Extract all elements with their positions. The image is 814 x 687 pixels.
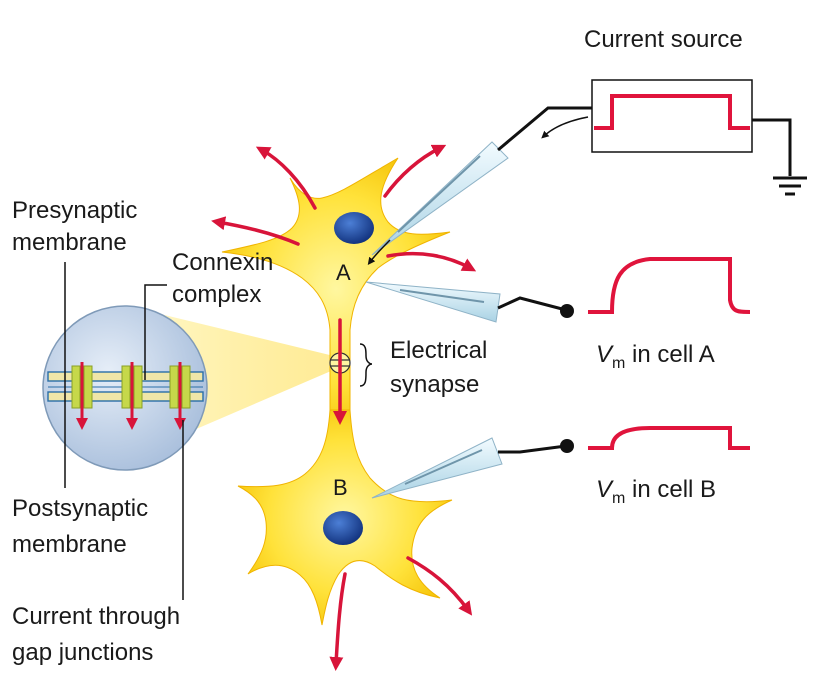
label-connexin-line2: complex	[172, 281, 261, 308]
label-connexin-line1: Connexin	[172, 249, 273, 276]
electrode-inject	[371, 141, 509, 256]
vm-trace-cell-a	[588, 257, 751, 314]
recording-terminal-b	[560, 439, 574, 453]
ground-icon	[773, 176, 807, 196]
label-electrical-line2: synapse	[390, 371, 479, 398]
label-postsynaptic-line1: Postsynaptic	[12, 495, 148, 522]
injection-tip-arrow	[367, 239, 391, 265]
current-source-pulse	[594, 94, 750, 130]
cell-a-nucleus	[334, 212, 374, 244]
label-vm-cell-b: Vm in cell B	[596, 476, 716, 507]
cell-b-nucleus	[323, 511, 363, 545]
magnified-gap-junction	[42, 305, 208, 471]
current-source-box	[591, 79, 753, 153]
label-postsynaptic-line2: membrane	[12, 531, 127, 558]
label-current-source: Current source	[584, 26, 743, 53]
leader-lines	[64, 262, 373, 600]
injection-direction-arrow	[541, 116, 589, 139]
label-presynaptic-line2: membrane	[12, 229, 127, 256]
label-current-line2: gap junctions	[12, 639, 153, 666]
cell-a-body	[221, 157, 451, 421]
vm-trace-cell-b	[588, 426, 750, 450]
electrode-record-a	[365, 281, 501, 323]
label-presynaptic-line1: Presynaptic	[12, 197, 137, 224]
electrode-record-b	[371, 437, 503, 499]
label-electrical-line1: Electrical	[390, 337, 487, 364]
wires	[497, 106, 792, 454]
recording-terminal-a	[560, 304, 574, 318]
label-cell-b: B	[333, 475, 348, 500]
label-vm-cell-a: Vm in cell A	[596, 341, 715, 372]
current-arrows	[211, 144, 477, 671]
label-current-line1: Current through	[12, 603, 180, 630]
label-cell-a: A	[336, 260, 351, 285]
